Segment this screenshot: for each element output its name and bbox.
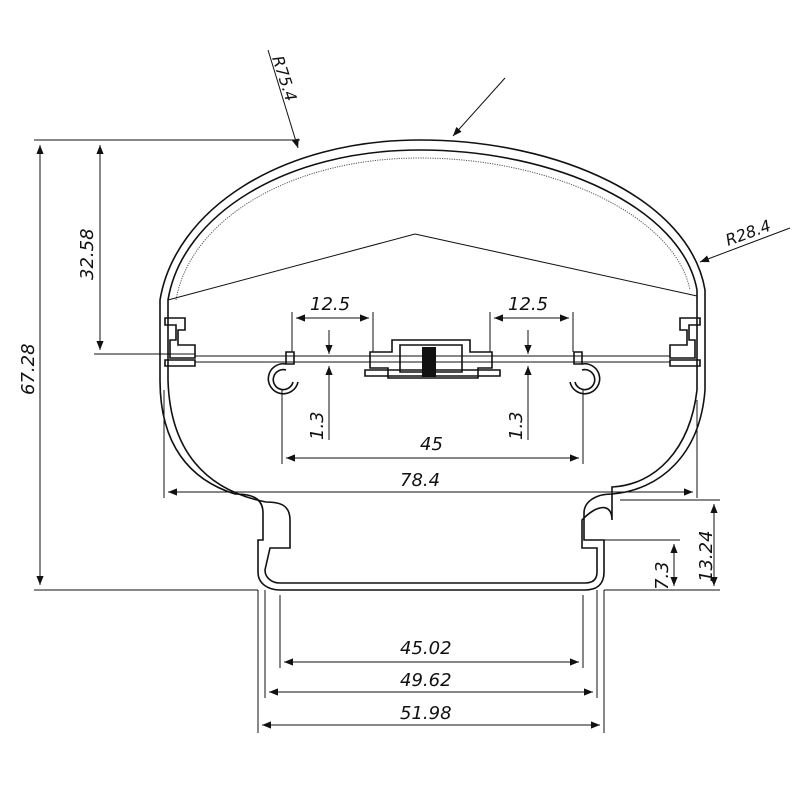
dim-neck-height: 13.24: [604, 499, 720, 591]
profile-outline: [159, 139, 706, 591]
dim-neck-lower: 7.3: [652, 544, 678, 590]
total-height-label: 67.28: [18, 343, 39, 395]
radius-side-label: R28.4: [723, 216, 773, 250]
dim-total-height: 67.28: [18, 139, 300, 591]
gap-left-label: 1.3: [307, 411, 328, 440]
diffuser-lines: [167, 233, 698, 301]
dim-gap-left: 1.3: [307, 330, 333, 440]
neck-height-label: 13.24: [696, 530, 717, 582]
radius-top-label: R75.4: [268, 53, 301, 103]
right-c-clip: [569, 351, 601, 395]
dim-slot-left: 12.5: [291, 294, 374, 352]
base-mid-label: 49.62: [400, 670, 452, 691]
neck-lower-label: 7.3: [652, 561, 673, 590]
dim-upper-height: 32.58: [77, 145, 195, 355]
dim-slot-right: 12.5: [489, 294, 574, 352]
dim-base-outer: 51.98: [257, 590, 605, 733]
dim-top-arrow: [452, 77, 506, 137]
slot-right-label: 12.5: [508, 294, 548, 315]
base-outer-label: 51.98: [400, 703, 452, 724]
dim-radius-top: R75.4: [267, 49, 301, 149]
dim-base-inner: 45.02: [279, 595, 584, 668]
dim-inner-clips: 45: [281, 390, 584, 464]
body-width-label: 78.4: [400, 470, 440, 491]
dim-base-mid: 49.62: [264, 590, 598, 698]
dim-body-width: 78.4: [163, 390, 698, 498]
left-c-clip: [267, 351, 299, 395]
inner-clips-label: 45: [420, 434, 443, 455]
dim-gap-right: 1.3: [506, 330, 532, 440]
left-end-clip: [164, 317, 196, 367]
dim-radius-side: R28.4: [699, 216, 791, 263]
upper-height-label: 32.58: [77, 228, 98, 280]
gap-right-label: 1.3: [506, 411, 527, 440]
base-inner-label: 45.02: [400, 638, 452, 659]
slot-left-label: 12.5: [310, 294, 350, 315]
right-end-clip: [669, 317, 701, 367]
center-mount: [364, 339, 501, 379]
center-screw-slot: [422, 347, 436, 377]
